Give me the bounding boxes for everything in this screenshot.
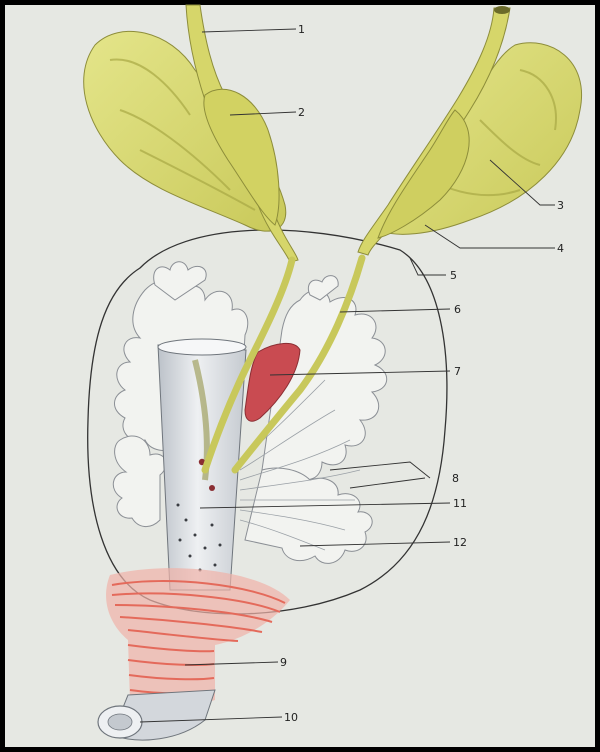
urethral-sphincter: [106, 568, 290, 707]
label-4: 4: [557, 242, 564, 255]
label-5: 5: [450, 269, 457, 282]
label-9: 9: [280, 656, 287, 669]
leader-line-6: [340, 309, 450, 312]
prostatic-urethra: [158, 339, 246, 590]
label-10: 10: [284, 711, 298, 724]
leader-line-5: [410, 258, 446, 275]
label-2: 2: [298, 106, 305, 119]
label-8: 8: [452, 472, 459, 485]
label-12: 12: [453, 536, 467, 549]
leader-line-8: [330, 462, 430, 488]
ductus-lumen-end: [494, 6, 510, 14]
label-11: 11: [453, 497, 467, 510]
label-3: 3: [557, 199, 564, 212]
label-1: 1: [298, 23, 305, 36]
label-7: 7: [454, 365, 461, 378]
label-6: 6: [454, 303, 461, 316]
leader-line-1: [202, 29, 296, 32]
membranous-urethra: [98, 690, 215, 740]
